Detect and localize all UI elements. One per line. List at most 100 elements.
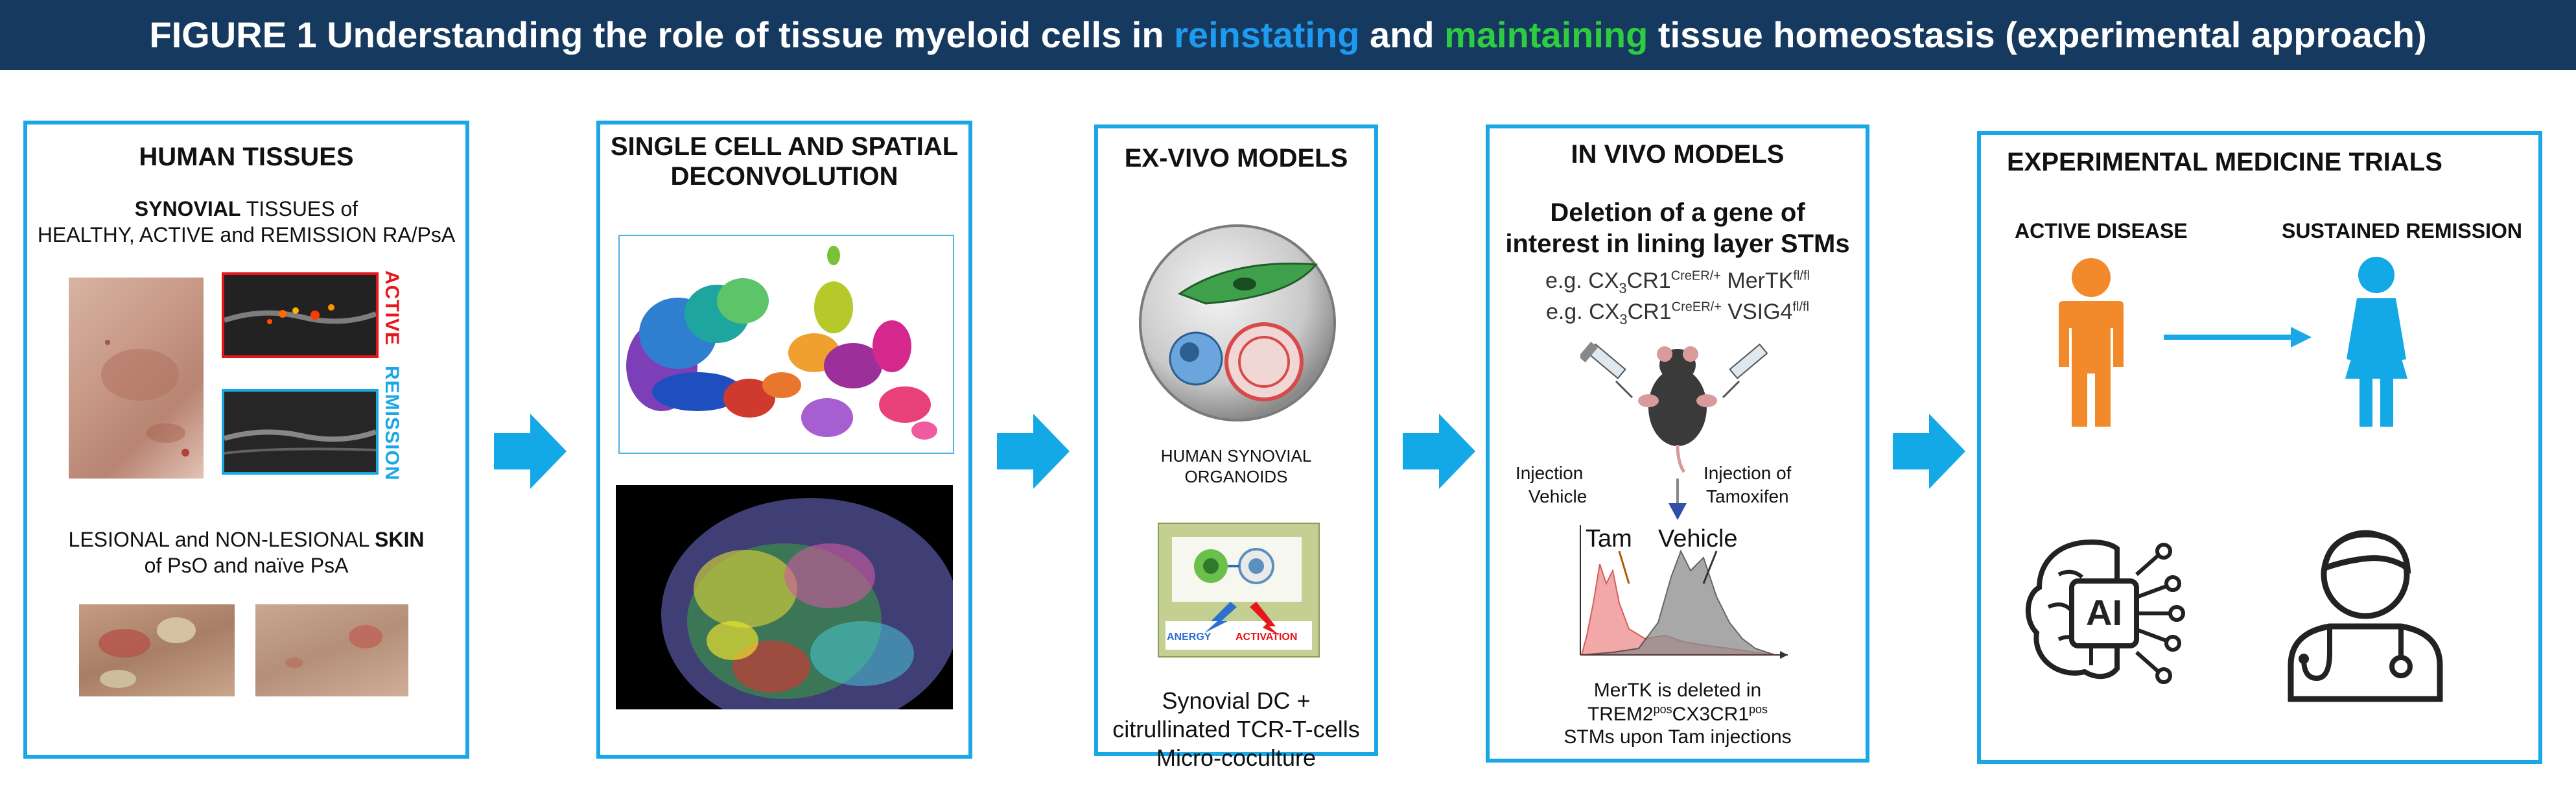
syringe-left-icon [1580, 342, 1633, 399]
panel4-sub-line1: Deletion of a gene of [1550, 198, 1805, 227]
active-disease-label: ACTIVE DISEASE [2015, 219, 2188, 243]
remission-label: REMISSION [381, 366, 403, 481]
remission-arrow [2164, 327, 2312, 348]
ai-label: AI [2086, 592, 2122, 633]
cap-cx: CX3CR1 [1672, 704, 1750, 725]
panel-ex-vivo: EX-VIVO MODELS HUMAN SYNOVIAL [1094, 124, 1378, 771]
activation-label: ACTIVATION [1235, 632, 1298, 643]
synovial-text-line2: HEALTHY, ACTIVE and REMISSION RA/PsA [37, 223, 456, 246]
flow-arrow-1 [494, 414, 567, 489]
eg2-gene: VSIG4 [1721, 300, 1793, 324]
figure-title: FIGURE 1 Understanding the role of tissu… [0, 0, 2576, 70]
ultrasound-remission [222, 389, 379, 475]
skin-text-line1: LESIONAL and NON-LESIONAL SKIN [27, 528, 465, 552]
ultrasound-active [222, 272, 379, 358]
eg1-sub: 3 [1619, 279, 1627, 296]
coculture-caption-line1: Synovial DC + [1162, 687, 1311, 714]
example-line1: e.g. CX3CR1CreER/+ MerTKfl/fl [1490, 268, 1866, 297]
skin-photo-left-art [99, 617, 196, 688]
cap-pos-1: pos [1653, 703, 1672, 716]
result-caption-line2: TREM2posCX3CR1pos [1490, 703, 1866, 726]
synovial-rest: TISSUES of [240, 197, 358, 220]
flow-arrow-3 [1403, 414, 1475, 489]
synovial-bold: SYNOVIAL [134, 197, 241, 220]
skin-text-line2: of PsO and naïve PsA [144, 554, 349, 577]
eg1-sup: CreER/+ [1670, 268, 1721, 283]
result-caption-line1: MerTK is deleted in [1593, 680, 1762, 701]
spatial-image [616, 485, 953, 709]
panel-in-vivo: IN VIVO MODELS Deletion of a gene of int… [1486, 124, 1869, 763]
tam-label: Tam [1586, 525, 1632, 552]
active-label: ACTIVE [381, 270, 403, 346]
panel3-heading: EX-VIVO MODELS [1124, 144, 1348, 172]
sustained-remission-label: SUSTAINED REMISSION [2282, 219, 2522, 243]
ultrasound-active-art [224, 275, 376, 355]
eg2-fl: fl/fl [1792, 300, 1810, 314]
panel4-sub-line2: interest in lining layer STMs [1505, 230, 1850, 258]
example-line2: e.g. CX3CR1CreER/+ VSIG4fl/fl [1490, 300, 1866, 328]
panel4-heading: IN VIVO MODELS [1571, 140, 1785, 169]
title-word-maintaining: maintaining [1444, 14, 1648, 55]
eg1-pre: e.g. CX [1545, 268, 1619, 293]
panel-single-cell: SINGLE CELL AND SPATIAL DECONVOLUTION [596, 121, 972, 759]
cap-pos-2: pos [1749, 703, 1768, 716]
result-caption-line3: STMs upon Tam injections [1563, 726, 1792, 748]
panel2-heading-line2: DECONVOLUTION [670, 162, 898, 191]
eg1-fl: fl/fl [1793, 268, 1810, 283]
organoid-label-line1: HUMAN SYNOVIAL [1160, 446, 1312, 466]
organoid-label-line2: ORGANOIDS [1184, 467, 1288, 486]
panel5-heading: EXPERIMENTAL MEDICINE TRIALS [2007, 148, 2442, 176]
knee-photo-art [101, 340, 189, 456]
ai-brain-icon: AI [2026, 539, 2185, 684]
panel2-heading-line1: SINGLE CELL AND SPATIAL [610, 132, 959, 161]
coculture-caption-line2: citrullinated TCR-T-cells [1112, 716, 1360, 742]
diagram-canvas: HUMAN TISSUES SYNOVIAL TISSUES of HEALTH… [0, 70, 2576, 806]
syringe-right-icon [1722, 343, 1768, 399]
cap-trem: TREM2 [1587, 704, 1654, 725]
skin-bold: SKIN [375, 528, 425, 551]
eg2-cr: CR1 [1627, 300, 1672, 324]
male-patient-icon [2059, 258, 2124, 427]
skin-photo-right-art [285, 625, 382, 668]
anergy-label: ANERGY [1167, 632, 1212, 643]
panel-human-tissues: HUMAN TISSUES SYNOVIAL TISSUES of HEALTH… [23, 121, 469, 759]
flow-histogram [1580, 525, 1788, 659]
down-arrow [1669, 479, 1687, 520]
ultrasound-remission-art [224, 392, 376, 472]
panel-experimental-medicine: EXPERIMENTAL MEDICINE TRIALS ACTIVE DISE… [1977, 131, 2542, 764]
umap-plot [618, 235, 954, 454]
title-mid: and [1359, 14, 1445, 55]
spatial-art [661, 498, 953, 709]
injection-tamoxifen-line2: Tamoxifen [1706, 486, 1789, 506]
skin-photo-left [79, 604, 235, 696]
coculture-art [1159, 524, 1318, 656]
flow-arrow-2 [997, 414, 1070, 489]
title-word-reinstating: reinstating [1174, 14, 1360, 55]
eg1-cr: CR1 [1626, 268, 1671, 293]
injection-vehicle-line1: Injection [1516, 463, 1584, 483]
knee-photo [69, 278, 204, 479]
female-patient-icon [2345, 257, 2407, 427]
title-prefix: FIGURE 1 Understanding the role of tissu… [149, 14, 1175, 55]
synovial-text-line1: SYNOVIAL TISSUES of [27, 197, 465, 221]
organoid-illustration [1139, 224, 1336, 421]
panel1-heading: HUMAN TISSUES [139, 143, 354, 171]
title-suffix: tissue homeostasis (experimental approac… [1648, 14, 2427, 55]
flow-arrow-4 [1893, 414, 1965, 489]
vehicle-label: Vehicle [1658, 525, 1738, 552]
injection-vehicle-line2: Vehicle [1528, 486, 1587, 506]
coculture-illustration: ANERGY ACTIVATION [1158, 523, 1320, 658]
eg2-sup: CreER/+ [1671, 300, 1722, 314]
skin-prefix: LESIONAL and NON-LESIONAL [68, 528, 375, 551]
umap-art [626, 246, 937, 440]
skin-photo-right [255, 604, 408, 696]
mouse-injection-illustration [1580, 342, 1768, 473]
mouse-icon [1638, 346, 1717, 473]
eg2-sub: 3 [1619, 311, 1628, 327]
eg2-pre: e.g. CX [1545, 300, 1620, 324]
coculture-caption-line3: Micro-coculture [1156, 744, 1317, 771]
injection-tamoxifen-line1: Injection of [1704, 463, 1792, 483]
eg1-gene: MerTK [1720, 268, 1794, 293]
doctor-icon [2288, 530, 2443, 702]
